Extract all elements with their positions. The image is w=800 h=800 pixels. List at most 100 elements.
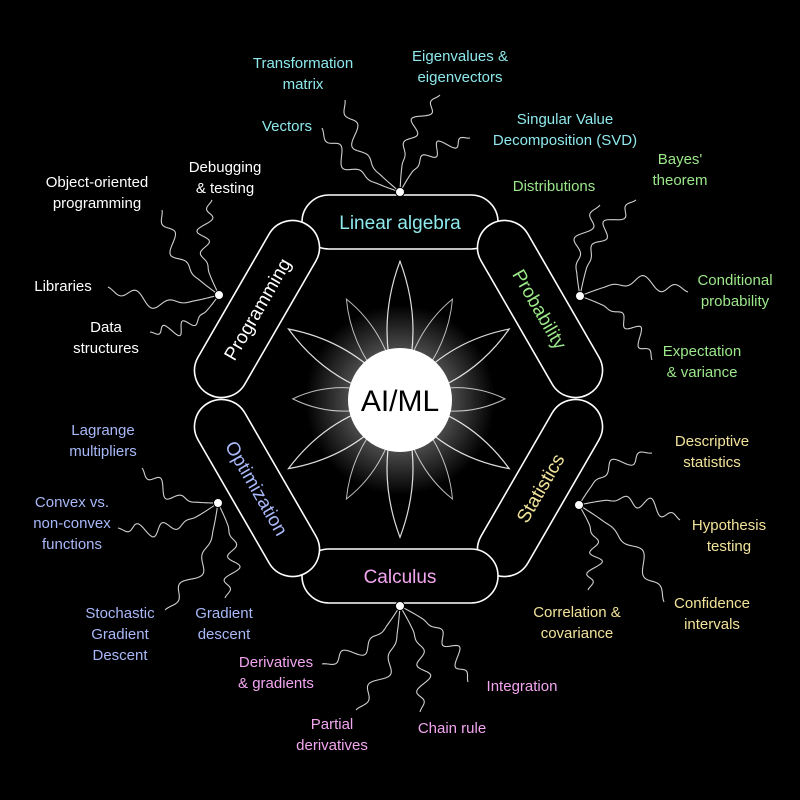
junction-dot bbox=[395, 187, 405, 197]
subtopic-line: theorem bbox=[652, 172, 707, 189]
subtopic-line: statistics bbox=[683, 454, 741, 471]
topic-branch bbox=[321, 127, 401, 193]
subtopic-line: Partial bbox=[311, 716, 354, 733]
subtopic-line: Descriptive bbox=[675, 433, 749, 450]
subtopic-line: Conditional bbox=[697, 272, 772, 289]
subtopic-label: Integration bbox=[487, 678, 558, 695]
center-label: AI/ML bbox=[361, 385, 439, 418]
subtopic-line: descent bbox=[198, 626, 251, 643]
subtopic-line: Expectation bbox=[663, 343, 741, 360]
subtopic-label: Bayes' theorem bbox=[652, 151, 707, 189]
junction-dot bbox=[574, 500, 584, 510]
node-label: Linear algebra bbox=[339, 213, 461, 234]
subtopic-line: Gradient bbox=[91, 626, 149, 643]
node-pill bbox=[193, 398, 321, 578]
subtopic-label: Libraries bbox=[34, 278, 92, 295]
subtopic-line: Correlation & bbox=[533, 604, 621, 621]
subtopic-line: Descent bbox=[92, 647, 148, 664]
subtopic-label: Gradient descent bbox=[195, 605, 253, 643]
subtopic-line: Chain rule bbox=[418, 720, 486, 737]
subtopic-label: Transformation matrix bbox=[253, 55, 353, 93]
subtopic-label: Conditional probability bbox=[697, 272, 772, 310]
subtopic-label: Derivatives& gradients bbox=[238, 654, 314, 692]
subtopic-line: programming bbox=[53, 195, 141, 212]
center-hub: AI/ML bbox=[305, 305, 495, 495]
subtopic-label: Convex vs. non-convex functions bbox=[33, 494, 111, 553]
node-pill bbox=[193, 219, 321, 399]
subtopic-line: testing bbox=[707, 538, 751, 555]
subtopic-labels: Transformation matrix Eigenvalues &eigenve… bbox=[33, 48, 772, 754]
subtopic-line: structures bbox=[73, 340, 139, 357]
subtopic-line: Convex vs. bbox=[35, 494, 109, 511]
subtopic-line: probability bbox=[701, 293, 770, 310]
topic-branches bbox=[107, 94, 689, 713]
subtopic-line: Distributions bbox=[513, 178, 596, 195]
subtopic-label: Eigenvalues &eigenvectors bbox=[412, 48, 508, 86]
subtopic-line: multipliers bbox=[69, 443, 137, 460]
subtopic-line: functions bbox=[42, 536, 102, 553]
subtopic-line: Vectors bbox=[262, 118, 312, 135]
topic-branch bbox=[355, 605, 401, 711]
subtopic-line: covariance bbox=[541, 625, 614, 642]
subtopic-line: Confidence bbox=[674, 595, 750, 612]
subtopic-label: Object-oriented programming bbox=[46, 174, 149, 212]
subtopic-label: Expectation & variance bbox=[663, 343, 741, 381]
topic-branch bbox=[578, 451, 653, 506]
topic-branch bbox=[399, 94, 441, 193]
subtopic-label: Partial derivatives bbox=[296, 716, 368, 754]
subtopic-line: Object-oriented bbox=[46, 174, 149, 191]
topic-branch bbox=[578, 504, 604, 591]
junction-dot bbox=[575, 291, 585, 301]
subtopic-label: Data structures bbox=[73, 319, 139, 357]
subtopic-line: & variance bbox=[667, 364, 738, 381]
subtopic-line: Decomposition (SVD) bbox=[493, 132, 637, 149]
topic-branch bbox=[321, 605, 401, 665]
node-linear-algebra: Linear algebra bbox=[301, 194, 499, 250]
subtopic-line: Singular Value bbox=[517, 111, 613, 128]
subtopic-line: Derivatives bbox=[239, 654, 313, 671]
subtopic-label: Confidence intervals bbox=[674, 595, 750, 633]
subtopic-label: Debugging & testing bbox=[189, 159, 262, 197]
subtopic-label: Correlation & covariance bbox=[533, 604, 621, 642]
node-label: Calculus bbox=[364, 567, 437, 588]
center-circle bbox=[348, 348, 452, 452]
topic-branch bbox=[343, 99, 401, 193]
subtopic-line: Gradient bbox=[195, 605, 253, 622]
subtopic-label: Lagrange multipliers bbox=[69, 422, 137, 460]
subtopic-line: Debugging bbox=[189, 159, 262, 176]
topic-branch bbox=[578, 495, 681, 521]
subtopic-line: Bayes' bbox=[658, 151, 703, 168]
node-pill bbox=[476, 219, 604, 399]
node-calculus: Calculus bbox=[301, 548, 499, 604]
junction-dot bbox=[395, 601, 405, 611]
topic-branch bbox=[579, 199, 637, 297]
junction-dot bbox=[213, 498, 223, 508]
subtopic-line: derivatives bbox=[296, 737, 368, 754]
topic-branch bbox=[149, 294, 220, 337]
subtopic-line: non-convex bbox=[33, 515, 111, 532]
subtopic-line: matrix bbox=[283, 76, 324, 93]
topic-branch bbox=[141, 467, 219, 504]
subtopic-line: Eigenvalues & bbox=[412, 48, 508, 65]
subtopic-line: Transformation bbox=[253, 55, 353, 72]
topic-branch bbox=[160, 209, 220, 296]
subtopic-line: Libraries bbox=[34, 278, 92, 295]
subtopic-line: Lagrange bbox=[71, 422, 134, 439]
subtopic-label: Distributions bbox=[513, 178, 596, 195]
topic-branch bbox=[399, 136, 471, 193]
topic-branch bbox=[164, 502, 219, 611]
topic-branch bbox=[579, 295, 653, 361]
topic-branch bbox=[573, 204, 601, 297]
topic-branch bbox=[399, 605, 469, 683]
subtopic-line: Data bbox=[90, 319, 122, 336]
subtopic-line: & testing bbox=[196, 180, 254, 197]
topic-branch bbox=[579, 275, 689, 297]
subtopic-label: Descriptive statistics bbox=[675, 433, 749, 471]
topic-branch bbox=[196, 199, 220, 296]
subtopic-line: intervals bbox=[684, 616, 740, 633]
topic-branch bbox=[399, 605, 432, 713]
